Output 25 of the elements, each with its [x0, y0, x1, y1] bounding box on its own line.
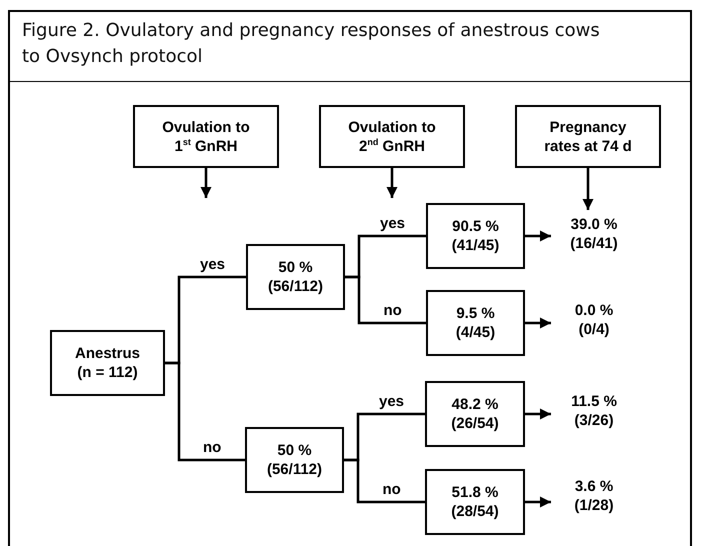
result-box: 50 % (56/112) — [245, 427, 344, 493]
connector-line — [165, 362, 245, 462]
column-header-box: Ovulation to 2$^{nd}$ GnRH — [319, 105, 465, 168]
arrow — [525, 317, 551, 329]
arrow — [525, 408, 551, 420]
result-box: 9.5 % (4/45) — [426, 290, 525, 356]
result-text: 3.6 % (1/28) — [557, 474, 631, 518]
arrow — [200, 168, 212, 198]
result-box: 90.5 % (41/45) — [426, 203, 525, 269]
connector-line — [345, 276, 426, 324]
result-box: 48.2 % (26/54) — [425, 381, 525, 447]
arrow — [582, 168, 594, 210]
column-header-box: Ovulation to 1$^{st}$ GnRH — [133, 105, 279, 168]
result-box: Anestrus (n = 112) — [50, 330, 165, 396]
connector-line — [344, 458, 425, 504]
result-text: 0.0 % (0/4) — [557, 298, 631, 342]
result-text: 11.5 % (3/26) — [557, 389, 631, 433]
arrow — [525, 230, 551, 242]
column-header-box: Pregnancy rates at 74 d — [515, 105, 661, 168]
figure-title: Figure 2. Ovulatory and pregnancy responses of anestrous cows to Ovsynch protocol — [22, 19, 601, 69]
arrow — [525, 496, 551, 508]
arrow — [386, 168, 398, 198]
result-box: 51.8 % (28/54) — [425, 469, 525, 535]
result-box: 50 % (56/112) — [246, 244, 345, 310]
result-text: 39.0 % (16/41) — [557, 212, 631, 256]
